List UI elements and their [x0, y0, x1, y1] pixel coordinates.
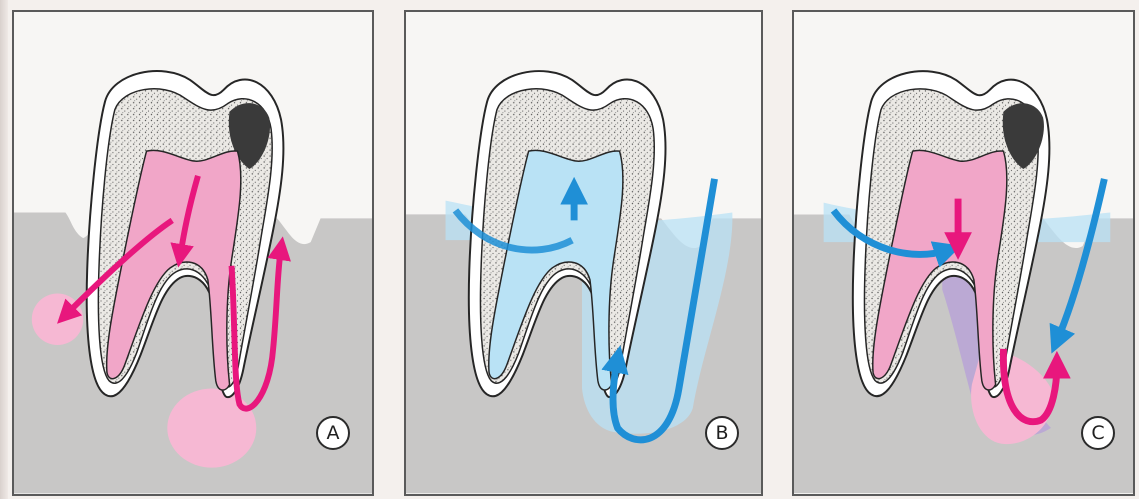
panel-b: B: [404, 10, 763, 496]
panel-a: A: [12, 10, 374, 496]
panel-a-label: A: [316, 416, 350, 450]
panel-c: C: [792, 10, 1135, 496]
page-edge-shadow: [0, 0, 8, 499]
panel-b-label: B: [705, 416, 739, 450]
panel-c-label: C: [1081, 416, 1115, 450]
panel-a-illustration: [14, 12, 372, 494]
abscess-bottom: [167, 388, 256, 467]
panel-c-illustration: [794, 12, 1133, 494]
